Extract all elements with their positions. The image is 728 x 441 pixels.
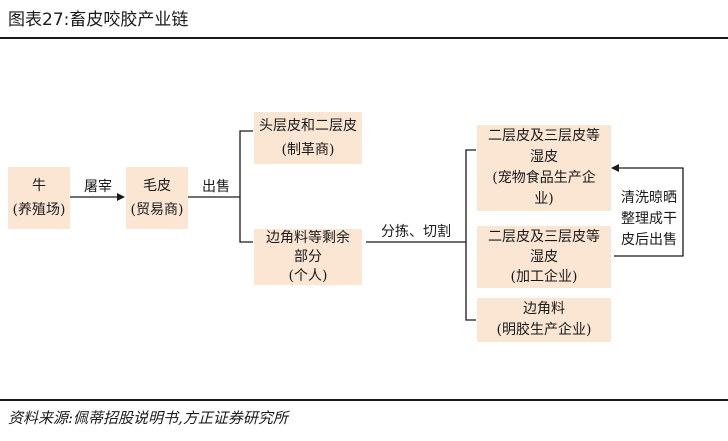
node-top-layer: 头层皮和二层皮 (制革商): [254, 112, 362, 164]
node-trim: 边角料等剩余 部分 (个人): [254, 229, 362, 285]
node-pet-food-role: (宠物食品生产企: [492, 170, 596, 186]
feedback-line: [611, 164, 684, 257]
feedback-line-2: 整理成干: [621, 211, 677, 227]
node-top-layer-label: 头层皮和二层皮: [259, 118, 357, 134]
node-pet-food-role-2: 业): [534, 191, 554, 207]
feedback-label: 清洗晾晒 整理成干 皮后出售: [616, 188, 682, 251]
bracket-left: [239, 130, 253, 243]
feedback-line-1: 清洗晾晒: [621, 190, 677, 206]
figure-title: 图表27:畜皮咬胶产业链: [8, 10, 189, 30]
node-trim-label: 边角料等剩余: [266, 229, 350, 246]
bracket-right: [465, 149, 476, 321]
node-trim-role: (个人): [288, 267, 328, 284]
edge-sell-label: 出售: [202, 179, 230, 195]
feedback-line-3: 皮后出售: [621, 232, 677, 248]
edge-slaughter-label: 屠宰: [84, 179, 112, 195]
node-pet-food-label-2: 湿皮: [530, 149, 558, 165]
node-cow-label: 牛: [32, 178, 46, 194]
edge-sort-label: 分拣、切割: [381, 224, 451, 240]
node-pet-food-label: 二层皮及三层皮等: [488, 128, 600, 144]
node-cow-role: (养殖场): [12, 202, 66, 218]
node-cow: 牛 (养殖场): [8, 167, 70, 229]
footer-rule: [0, 399, 728, 401]
node-processing-role: (加工企业): [510, 269, 578, 285]
title-rule: [0, 37, 728, 39]
node-processing-label: 二层皮及三层皮等: [488, 229, 600, 245]
node-trim-label-2: 部分: [294, 248, 322, 265]
node-gelatin: 边角料 (明胶生产企业): [477, 298, 611, 342]
node-processing: 二层皮及三层皮等 湿皮 (加工企业): [477, 226, 611, 288]
node-gelatin-label: 边角料: [523, 301, 565, 317]
node-gelatin-role: (明胶生产企业): [496, 322, 592, 338]
node-hide: 毛皮 (贸易商): [126, 167, 188, 229]
node-top-layer-role: (制革商): [281, 142, 335, 158]
node-processing-label-2: 湿皮: [530, 249, 558, 265]
node-hide-role: (贸易商): [130, 202, 184, 218]
node-pet-food: 二层皮及三层皮等 湿皮 (宠物食品生产企 业): [477, 125, 611, 211]
source-note: 资料来源:佩蒂招股说明书,方正证券研究所: [8, 409, 288, 427]
node-hide-label: 毛皮: [143, 178, 171, 194]
